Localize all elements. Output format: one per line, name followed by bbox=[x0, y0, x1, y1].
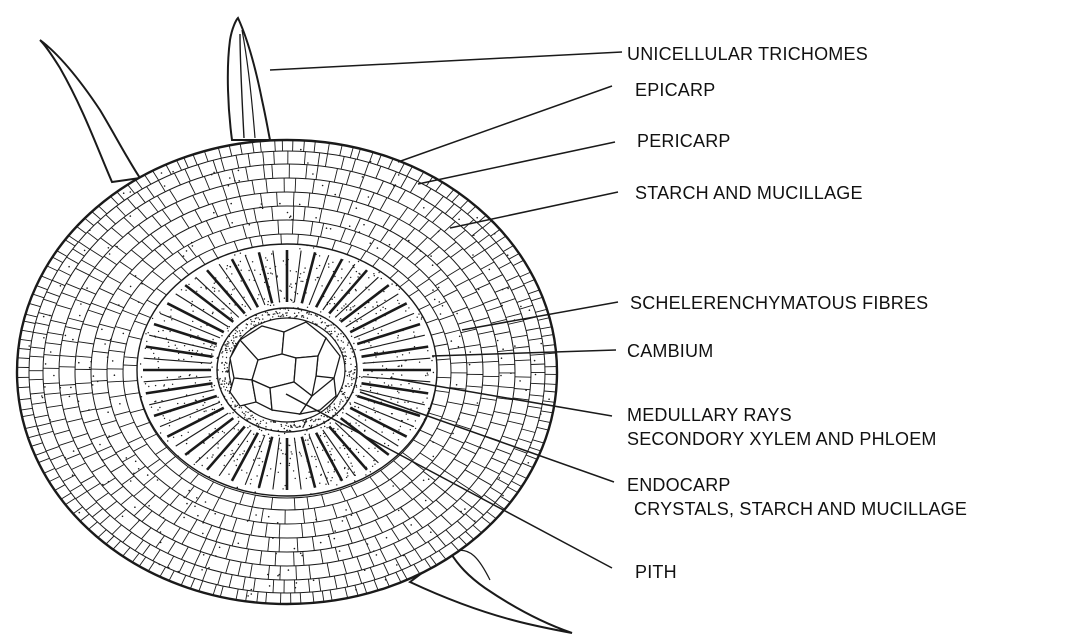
label-endocarp: ENDOCARP bbox=[627, 475, 731, 495]
label-epicarp: EPICARP bbox=[635, 80, 715, 100]
label-secondary-xylem-phloem: SECONDORY XYLEM AND PHLOEM bbox=[627, 429, 937, 449]
label-crystals-starch-mucillage: CRYSTALS, STARCH AND MUCILLAGE bbox=[634, 499, 967, 519]
label-cambium: CAMBIUM bbox=[627, 341, 713, 361]
cross-section-body bbox=[17, 140, 557, 604]
label-unicellular-trichomes: UNICELLULAR TRICHOMES bbox=[627, 44, 868, 64]
trichome-left bbox=[40, 40, 140, 182]
label-medullary-rays: MEDULLARY RAYS bbox=[627, 405, 792, 425]
label-pith: PITH bbox=[635, 562, 677, 582]
label-schelerenchymatous-fibres: SCHELERENCHYMATOUS FIBRES bbox=[630, 293, 928, 313]
label-starch-and-mucillage: STARCH AND MUCILLAGE bbox=[635, 183, 863, 203]
label-pericarp: PERICARP bbox=[637, 131, 731, 151]
